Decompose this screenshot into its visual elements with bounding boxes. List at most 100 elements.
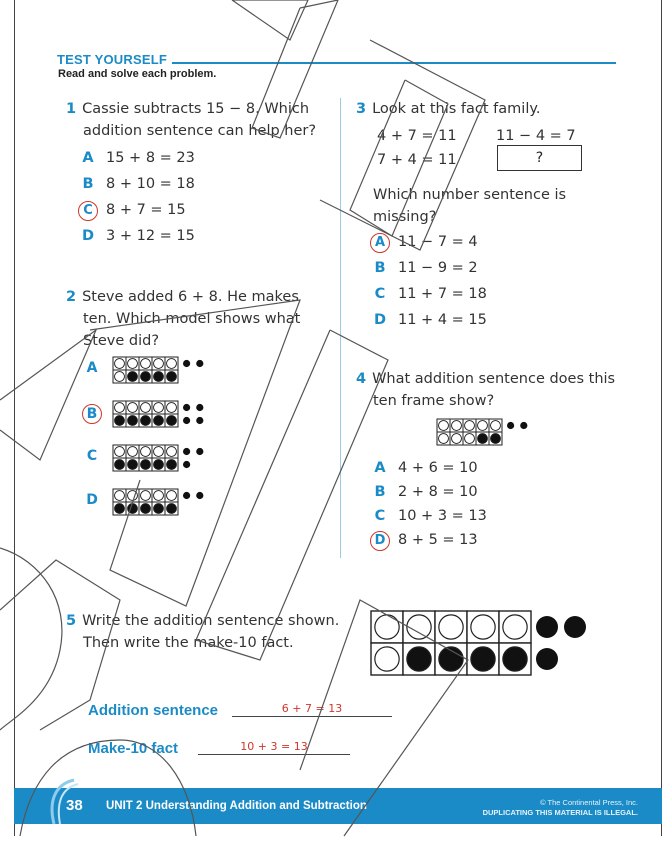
- empty-counter: [127, 402, 138, 413]
- empty-counter: [374, 614, 400, 640]
- filled-counter: [140, 503, 151, 514]
- missing-fact-box: ?: [497, 145, 582, 171]
- empty-counter: [438, 433, 449, 444]
- empty-counter: [438, 420, 449, 431]
- ten-frame: [436, 418, 528, 446]
- empty-counter: [451, 433, 462, 444]
- option-letter: D: [373, 312, 387, 328]
- option-text: 8 + 7 = 15: [106, 202, 186, 218]
- filled-counter: [127, 371, 138, 382]
- extra-counter: [196, 447, 204, 456]
- empty-counter: [374, 646, 400, 672]
- make10-answer[interactable]: 10 + 3 = 13: [240, 740, 308, 753]
- option-letter: D: [81, 228, 95, 244]
- filled-counter: [470, 646, 496, 672]
- empty-counter: [438, 614, 464, 640]
- ten-frame: [112, 356, 204, 384]
- question-text: Steve did?: [83, 333, 160, 349]
- ten-frame: [112, 400, 204, 428]
- filled-counter: [153, 459, 164, 470]
- filled-counter: [166, 371, 177, 382]
- empty-counter: [127, 358, 138, 369]
- section-title: TEST YOURSELF: [57, 52, 167, 67]
- page-number: 38: [66, 797, 83, 814]
- empty-counter: [477, 420, 488, 431]
- question-text: What addition sentence does this: [372, 371, 616, 387]
- question-text: addition sentence can help her?: [83, 123, 317, 139]
- option-letter: B: [374, 484, 386, 500]
- option-text: 8 + 5 = 13: [398, 532, 478, 548]
- empty-counter: [406, 614, 432, 640]
- empty-counter: [166, 402, 177, 413]
- option-letter: B: [374, 260, 386, 276]
- ten-frame: [112, 488, 204, 516]
- empty-counter: [140, 402, 151, 413]
- question-text: Then write the make-10 fact.: [83, 635, 294, 651]
- filled-counter: [490, 433, 501, 444]
- option-text: 11 − 7 = 4: [398, 234, 478, 250]
- empty-counter: [127, 490, 138, 501]
- option-letter: C: [374, 286, 386, 302]
- option-text: 15 + 8 = 23: [106, 150, 195, 166]
- question-3-prompt: Which number sentence is missing?: [373, 184, 566, 228]
- empty-counter: [153, 446, 164, 457]
- extra-counter: [183, 491, 191, 500]
- extra-counter: [196, 491, 204, 500]
- instructions: Read and solve each problem.: [58, 68, 217, 80]
- extra-counter: [183, 447, 191, 456]
- answer-option-b[interactable]: B 2 + 8 = 10: [370, 482, 478, 502]
- extra-counter: [183, 359, 191, 368]
- fact-2: 11 − 4 = 7: [496, 128, 576, 144]
- option-text: 11 − 9 = 2: [398, 260, 478, 276]
- question-number: 4: [356, 371, 367, 387]
- extra-counter: [520, 421, 528, 430]
- option-text: 2 + 8 = 10: [398, 484, 478, 500]
- extra-counter: [564, 616, 586, 638]
- title-rule: [172, 62, 616, 64]
- copyright-text: © The Continental Press, Inc.: [540, 798, 638, 807]
- filled-counter: [166, 415, 177, 426]
- question-text: Cassie subtracts 15 − 8. Which: [82, 101, 310, 117]
- filled-counter: [140, 415, 151, 426]
- answer-option-a[interactable]: A: [86, 360, 98, 376]
- answer-option-c[interactable]: C: [86, 448, 98, 464]
- answer-option-b[interactable]: B 11 − 9 = 2: [370, 258, 478, 278]
- empty-counter: [114, 402, 125, 413]
- empty-counter: [114, 371, 125, 382]
- filled-counter: [114, 459, 125, 470]
- empty-counter: [153, 402, 164, 413]
- question-number: 1: [66, 101, 77, 117]
- extra-counter: [536, 648, 558, 670]
- empty-counter: [140, 490, 151, 501]
- ten-frame: [112, 444, 204, 472]
- question-1: 1 Cassie subtracts 15 − 8. Which addition…: [66, 98, 316, 142]
- option-text: 11 + 7 = 18: [398, 286, 487, 302]
- answer-option-d[interactable]: D 11 + 4 = 15: [370, 310, 487, 330]
- question-text: ten. Which model shows what: [83, 311, 301, 327]
- make10-label: Make-10 fact: [88, 740, 179, 757]
- filled-counter: [127, 459, 138, 470]
- filled-counter: [166, 503, 177, 514]
- option-text: 11 + 4 = 15: [398, 312, 487, 328]
- filled-counter: [140, 371, 151, 382]
- empty-counter: [114, 490, 125, 501]
- option-letter: A: [374, 460, 386, 476]
- addition-sentence-answer[interactable]: 6 + 7 = 13: [281, 702, 343, 715]
- answer-option-d[interactable]: D: [86, 492, 98, 508]
- empty-counter: [490, 420, 501, 431]
- empty-counter: [114, 358, 125, 369]
- question-number: 2: [66, 289, 77, 305]
- answer-option-c[interactable]: C 11 + 7 = 18: [370, 284, 487, 304]
- answer-option-b[interactable]: B: [82, 404, 102, 424]
- filled-counter: [140, 459, 151, 470]
